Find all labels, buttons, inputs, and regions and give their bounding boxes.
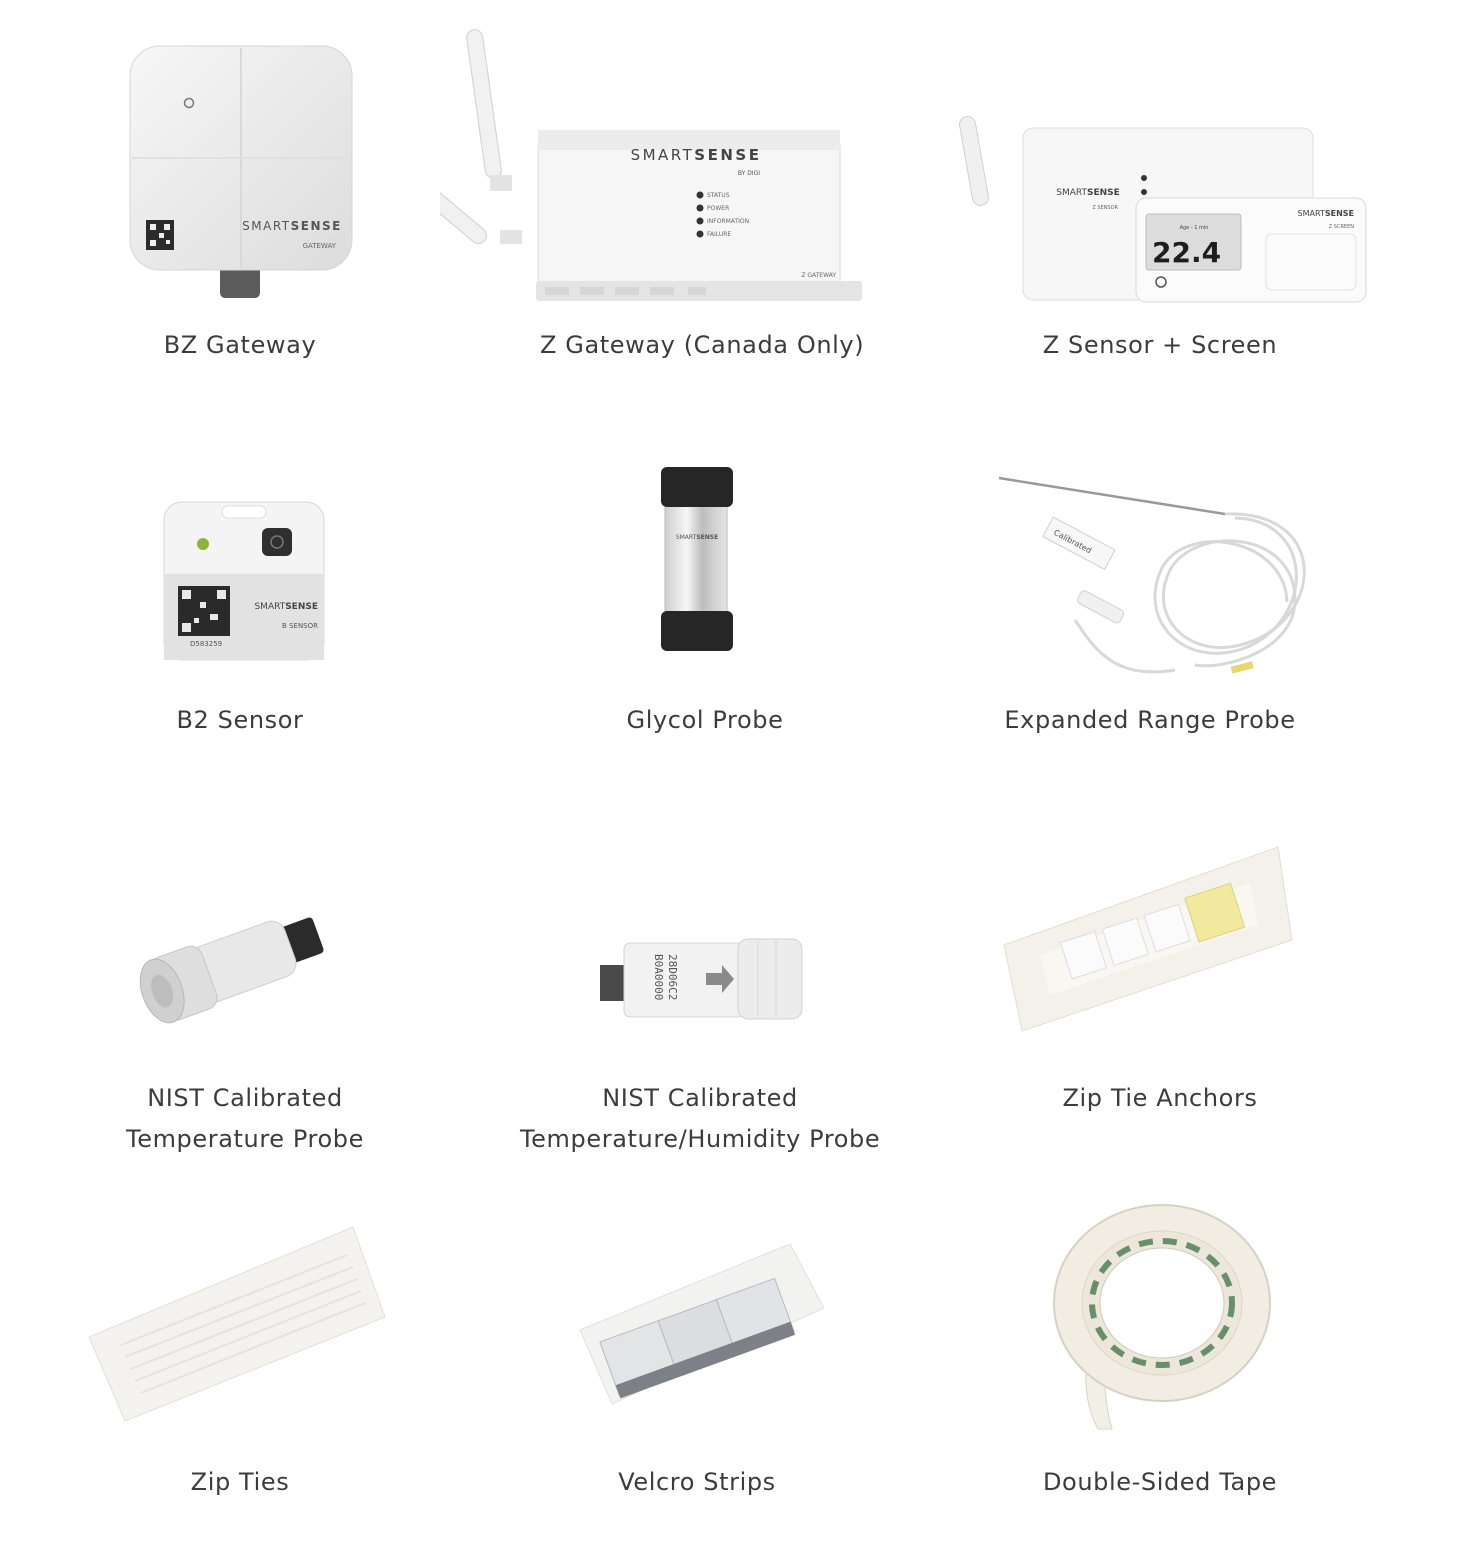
caption-bz-gateway: BZ Gateway xyxy=(90,325,390,366)
zg-wordmark-bold: SENSE xyxy=(694,146,761,164)
zip-tie-anchors-image xyxy=(1000,845,1295,1035)
probe-code-line: B0A0000 xyxy=(652,954,665,1000)
caption-line: Double-Sided Tape xyxy=(1042,1468,1278,1496)
svg-text:SMARTSENSE: SMARTSENSE xyxy=(631,146,762,164)
double-sided-tape-image xyxy=(1050,1195,1275,1435)
caption-line: Zip Ties xyxy=(190,1468,290,1496)
zg-led-label: POWER xyxy=(707,205,729,212)
caption-zip-tie-anchors: Zip Tie Anchors xyxy=(1010,1078,1310,1119)
zs2-wordmark-light: SMART xyxy=(1298,209,1325,218)
caption-line: B2 Sensor xyxy=(176,706,304,734)
zg-led-label: FAILURE xyxy=(707,231,731,238)
glycol-wordmark-light: SMART xyxy=(676,534,697,541)
svg-text:SMARTSENSE: SMARTSENSE xyxy=(676,534,718,541)
zs-device-label: Z SENSOR xyxy=(1092,205,1118,211)
caption-line: Temperature/Humidity Probe xyxy=(520,1125,881,1153)
z-gateway-image: SMARTSENSE BY DIGI STATUS POWER INFORMAT… xyxy=(440,25,870,310)
b2-wordmark-light: SMART xyxy=(254,602,285,612)
caption-glycol-probe: Glycol Probe xyxy=(555,700,855,741)
b2-serial: D583259 xyxy=(190,640,222,648)
caption-expanded-range-probe: Expanded Range Probe xyxy=(990,700,1310,741)
z-sensor-screen-image: SMARTSENSE Z SENSOR Age - 1 min 22.4 SMA… xyxy=(958,110,1378,310)
caption-line: Z Sensor + Screen xyxy=(1042,331,1278,359)
zs-wordmark-bold: SENSE xyxy=(1087,188,1120,198)
zs-screen-age: Age - 1 min xyxy=(1180,225,1209,231)
zg-led-label: INFORMATION xyxy=(707,218,749,225)
caption-line: Velcro Strips xyxy=(618,1468,776,1496)
zg-wordmark-light: SMART xyxy=(631,146,695,164)
caption-line: NIST Calibrated xyxy=(147,1084,343,1112)
glycol-probe-image: SMARTSENSE xyxy=(655,465,739,653)
svg-text:SMARTSENSE: SMARTSENSE xyxy=(254,602,318,612)
zg-led-label: STATUS xyxy=(707,192,730,199)
caption-line: Temperature Probe xyxy=(126,1125,364,1153)
caption-z-sensor-screen: Z Sensor + Screen xyxy=(1010,325,1310,366)
svg-text:SMARTSENSE: SMARTSENSE xyxy=(1298,209,1354,218)
caption-nist-temp-humidity-probe: NIST Calibrated Temperature/Humidity Pro… xyxy=(520,1078,880,1160)
caption-b2-sensor: B2 Sensor xyxy=(90,700,390,741)
caption-line: NIST Calibrated xyxy=(602,1084,798,1112)
caption-line: Expanded Range Probe xyxy=(1004,706,1296,734)
caption-zip-ties: Zip Ties xyxy=(90,1462,390,1503)
zip-ties-image xyxy=(85,1225,390,1425)
zs-screen-label: Z SCREEN xyxy=(1329,224,1354,230)
bz-wordmark-bold: SENSE xyxy=(291,219,342,233)
probe-code-line: 28D06C2 xyxy=(666,954,679,1000)
caption-line: BZ Gateway xyxy=(163,331,317,359)
bz-device-label: GATEWAY xyxy=(303,242,337,250)
zg-by-line: BY DIGI xyxy=(738,170,760,177)
nist-temperature-probe-image xyxy=(135,900,345,1035)
caption-z-gateway: Z Gateway (Canada Only) xyxy=(540,325,865,366)
caption-line: Glycol Probe xyxy=(626,706,784,734)
caption-double-sided-tape: Double-Sided Tape xyxy=(1000,1462,1320,1503)
bz-gateway-image: SMARTSENSE GATEWAY xyxy=(120,40,360,305)
svg-text:SMARTSENSE: SMARTSENSE xyxy=(1056,188,1120,198)
b2-wordmark-bold: SENSE xyxy=(285,602,318,612)
zg-device-label: Z GATEWAY xyxy=(801,272,836,279)
velcro-strips-image xyxy=(578,1240,828,1410)
caption-line: Z Gateway (Canada Only) xyxy=(540,331,865,359)
caption-velcro-strips: Velcro Strips xyxy=(547,1462,847,1503)
zs2-wordmark-bold: SENSE xyxy=(1325,209,1354,218)
bz-wordmark-light: SMART xyxy=(242,219,290,233)
svg-text:SMARTSENSE: SMARTSENSE xyxy=(242,219,342,233)
expanded-range-probe-image: Calibrated xyxy=(995,470,1325,685)
glycol-wordmark-bold: SENSE xyxy=(696,534,718,541)
caption-line: Zip Tie Anchors xyxy=(1062,1084,1258,1112)
caption-nist-temperature-probe: NIST Calibrated Temperature Probe xyxy=(90,1078,400,1160)
b2-sensor-image: D583259 SMARTSENSE B SENSOR xyxy=(160,498,330,668)
zs-wordmark-light: SMART xyxy=(1056,188,1087,198)
b2-device-label: B SENSOR xyxy=(282,622,318,630)
nist-temp-humidity-probe-image: 28D06C2 B0A0000 xyxy=(598,935,808,1025)
zs-screen-reading: 22.4 xyxy=(1152,236,1221,269)
